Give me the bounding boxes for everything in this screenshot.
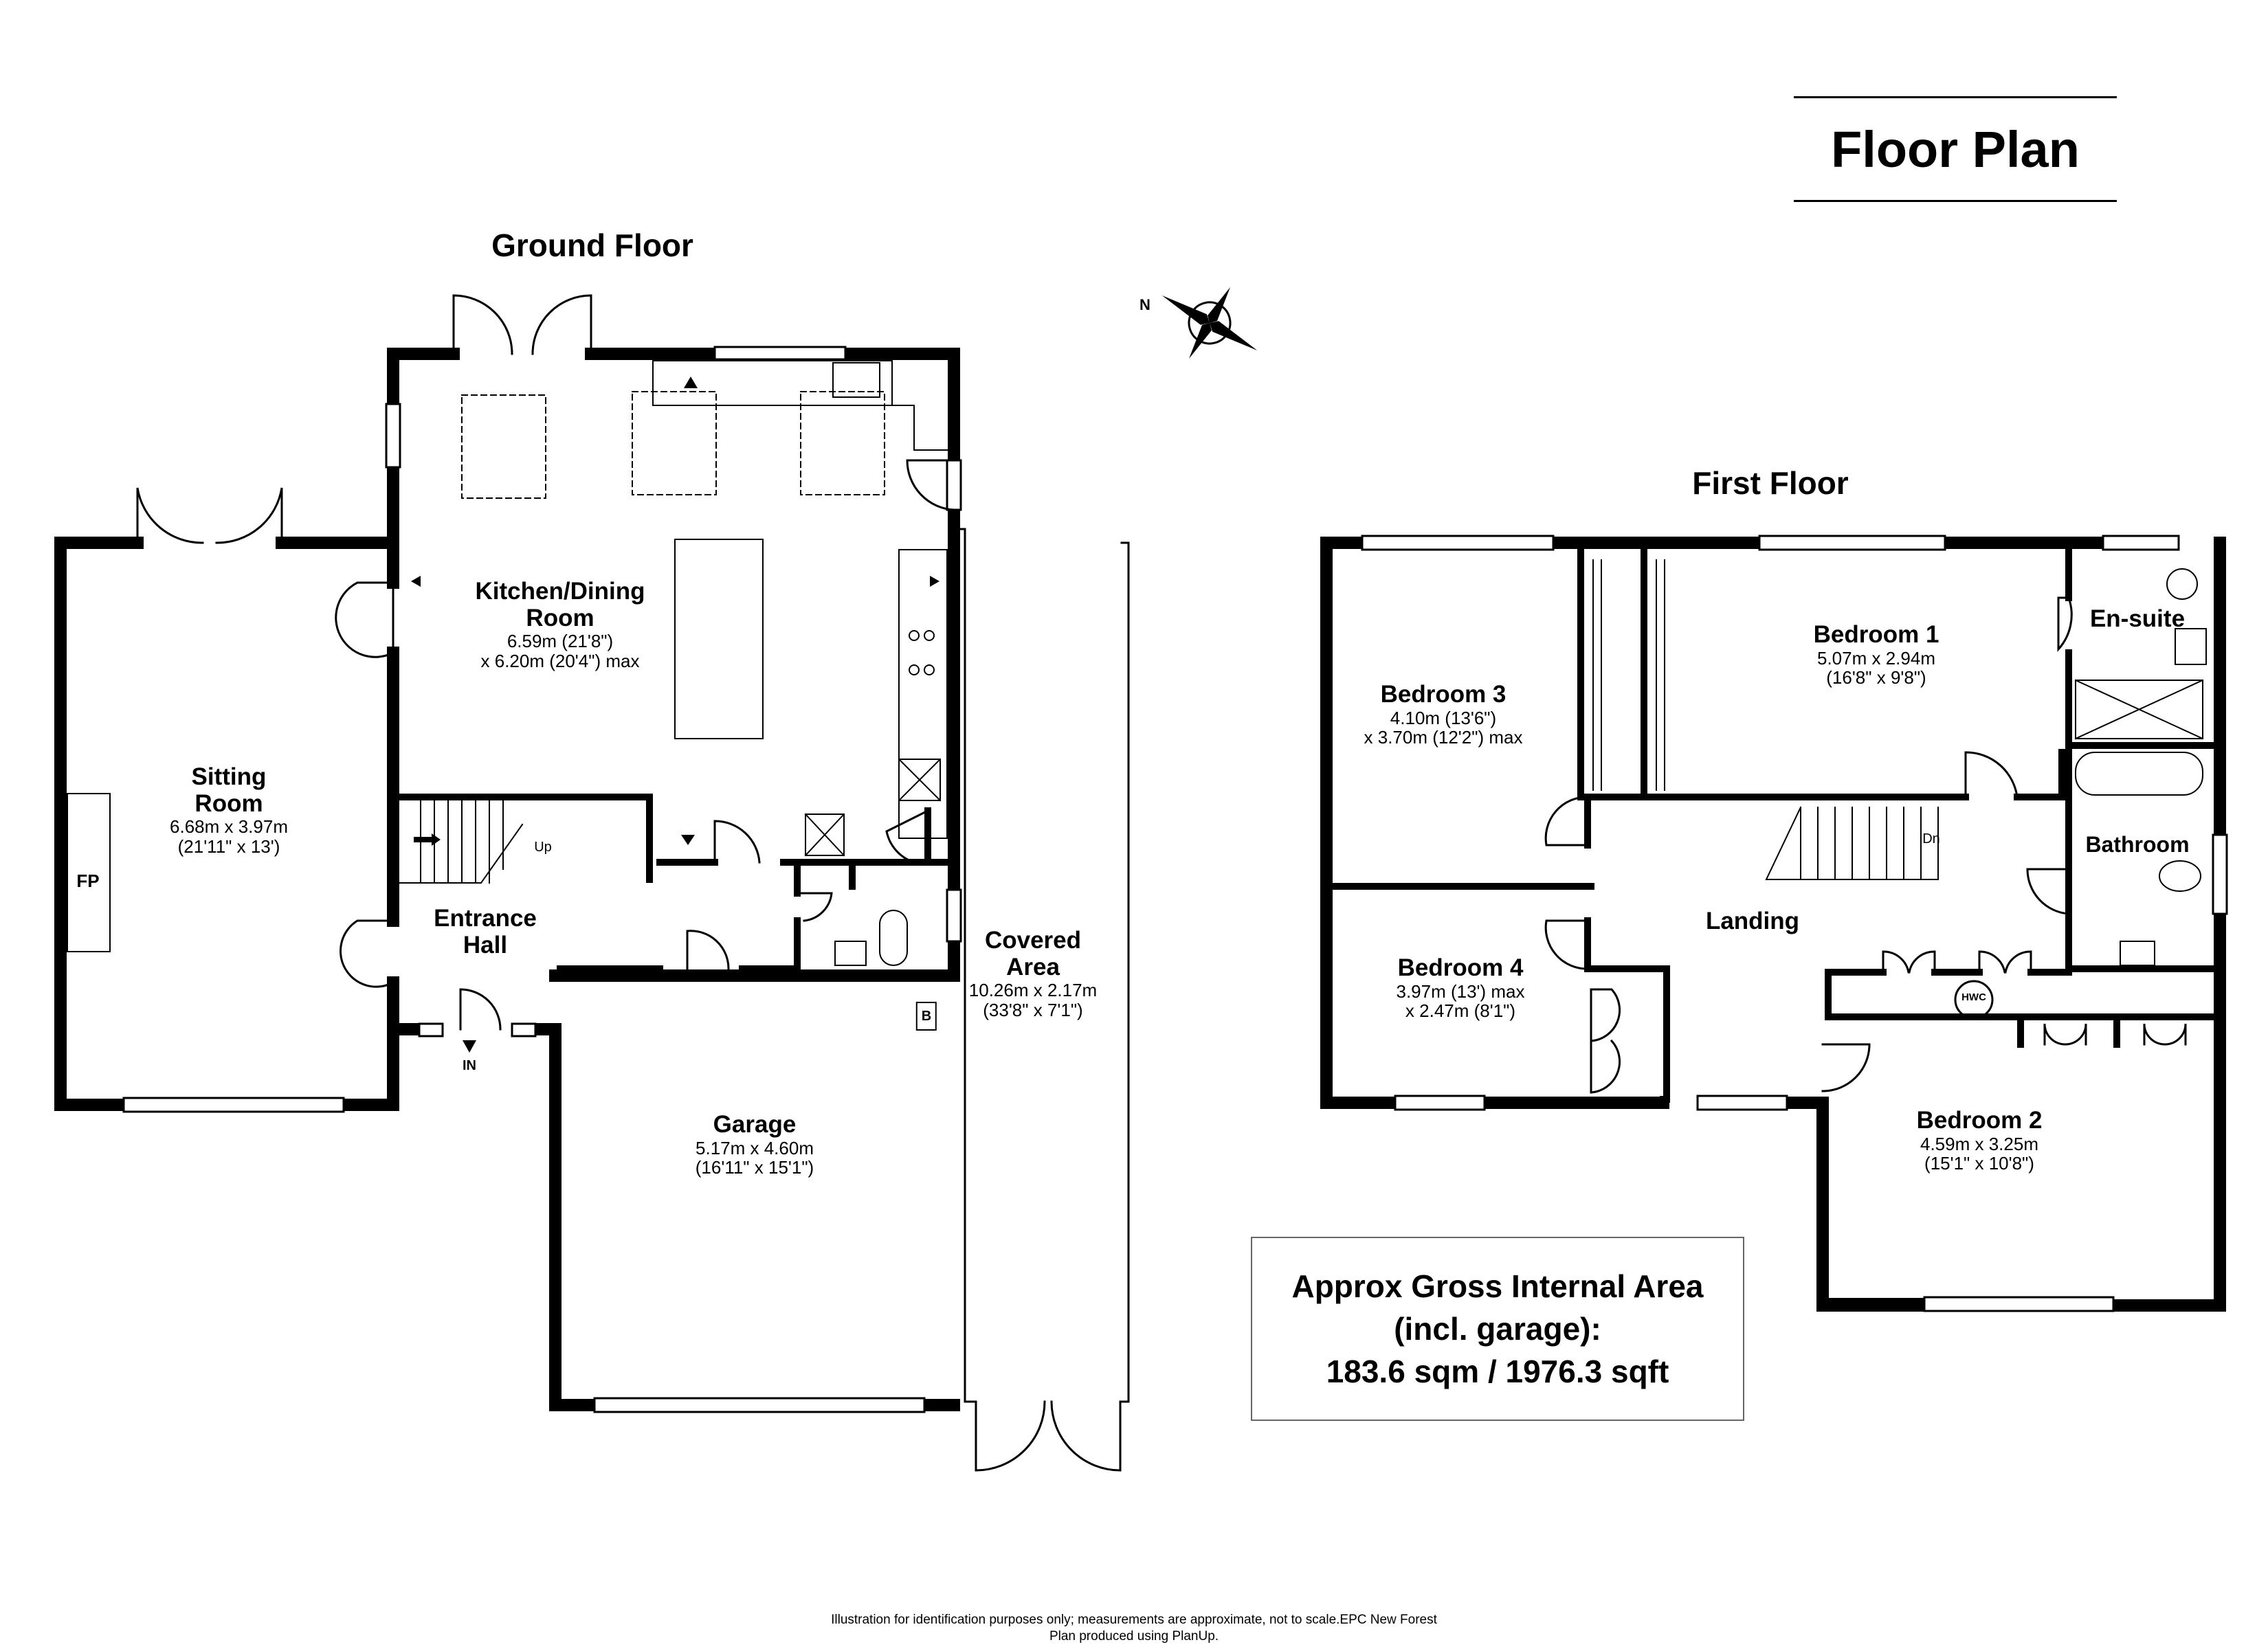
entrance-name: Entrance Hall [434,905,537,958]
covered-area-outline [959,528,1130,1403]
skylights [461,391,885,499]
sitting-name: Sitting Room [191,763,267,817]
garage-label: Garage 5.17m x 4.60m (16'11" x 15'1") [695,1111,814,1178]
direction-arrows [411,377,940,1053]
first-floor-inner-walls [1326,543,2216,1106]
area-line-3: 183.6 sqm / 1976.3 sqft [1326,1354,1669,1390]
bed3-dim-1: 4.10m (13'6") [1390,707,1497,728]
compass-north-label: N [1139,296,1150,313]
covered-name: Covered Area [984,927,1082,980]
kitchen-dim-2: x 6.20m (20'4") max [480,650,640,671]
gross-area-box: Approx Gross Internal Area (incl. garage… [1251,1237,1744,1421]
ground-doors [136,294,1122,1472]
kitchen-room-label: Kitchen/Dining Room 6.59m (21'8") x 6.20… [475,578,645,671]
bedroom-1-label: Bedroom 1 5.07m x 2.94m (16'8" x 9'8") [1813,621,1939,688]
fireplace-marker: FP [76,871,100,891]
first-stairs [1765,806,1939,880]
ground-floor-inner-walls [397,794,952,972]
ground-windows [122,346,962,1413]
sitting-room-label: Sitting Room 6.68m x 3.97m (21'11" x 13'… [170,763,288,857]
fireplace-hearth [67,793,111,952]
first-windows [1361,535,2228,1312]
stairs-up-marker: Up [534,840,552,855]
hwc-marker: HWC [1961,991,1986,1003]
disclaimer-footer: Illustration for identification purposes… [831,1612,1437,1645]
ground-floor-label: Ground Floor [491,227,693,263]
footer-line-2: Plan produced using PlanUp. [1049,1628,1219,1644]
first-floor-label: First Floor [1692,465,1849,501]
sitting-dim-2: (21'11" x 13') [177,835,280,857]
bed2-dim-2: (15'1" x 10'8") [1924,1153,2034,1174]
first-doors [1544,596,2187,1094]
area-line-1: Approx Gross Internal Area [1291,1268,1704,1304]
entrance-hall-label: Entrance Hall [434,905,537,958]
page-title: Floor Plan [1794,96,2117,202]
covered-area-label: Covered Area 10.26m x 2.17m (33'8" x 7'1… [968,927,1098,1020]
hwc-cylinder [1954,980,1994,1020]
bed2-name: Bedroom 2 [1916,1107,2043,1134]
bedroom-4-label: Bedroom 4 3.97m (13') max x 2.47m (8'1") [1396,954,1525,1022]
bed4-dim-2: x 2.47m (8'1") [1405,1000,1516,1022]
footer-line-1: Illustration for identification purposes… [831,1613,1437,1627]
first-floor-walls [1320,537,2226,1312]
garage-dim-1: 5.17m x 4.60m [696,1137,814,1158]
bedroom-3-label: Bedroom 3 4.10m (13'6") x 3.70m (12'2") … [1364,681,1523,748]
bed2-dim-1: 4.59m x 3.25m [1920,1133,2038,1154]
compass-icon [1161,287,1258,359]
bed1-dim-1: 5.07m x 2.94m [1817,647,1935,669]
kitchen-dim-1: 6.59m (21'8") [507,631,614,651]
stairs-down-marker: Dn [1922,831,1940,846]
area-line-2: (incl. garage): [1394,1310,1601,1347]
sitting-dim-1: 6.68m x 3.97m [170,816,288,837]
garage-name: Garage [713,1111,797,1138]
ground-floor-walls [54,348,960,1411]
bed1-name: Bedroom 1 [1813,621,1939,648]
bed4-dim-1: 3.97m (13') max [1396,980,1525,1002]
covered-dim-1: 10.26m x 2.17m [968,980,1098,1000]
garage-dim-2: (16'11" x 15'1") [695,1157,814,1178]
kitchen-fixtures [652,360,948,966]
bed3-dim-2: x 3.70m (12'2") max [1364,727,1523,748]
ensuite-label: En-suite [2089,605,2186,632]
entry-marker: IN [463,1058,476,1073]
bathroom-label: Bathroom [2085,832,2190,857]
wardrobe-lines [1592,559,1665,791]
bed1-dim-2: (16'8" x 9'8") [1826,667,1926,688]
boiler-marker: B [915,1002,937,1031]
bed3-name: Bedroom 3 [1380,681,1507,708]
covered-dim-2: (33'8" x 7'1") [983,999,1083,1020]
bed4-name: Bedroom 4 [1397,954,1524,981]
bathroom-fixtures [2074,568,2207,966]
bedroom-2-label: Bedroom 2 4.59m x 3.25m (15'1" x 10'8") [1916,1107,2043,1174]
kitchen-name: Kitchen/Dining Room [475,578,645,631]
landing-label: Landing [1705,908,1800,934]
